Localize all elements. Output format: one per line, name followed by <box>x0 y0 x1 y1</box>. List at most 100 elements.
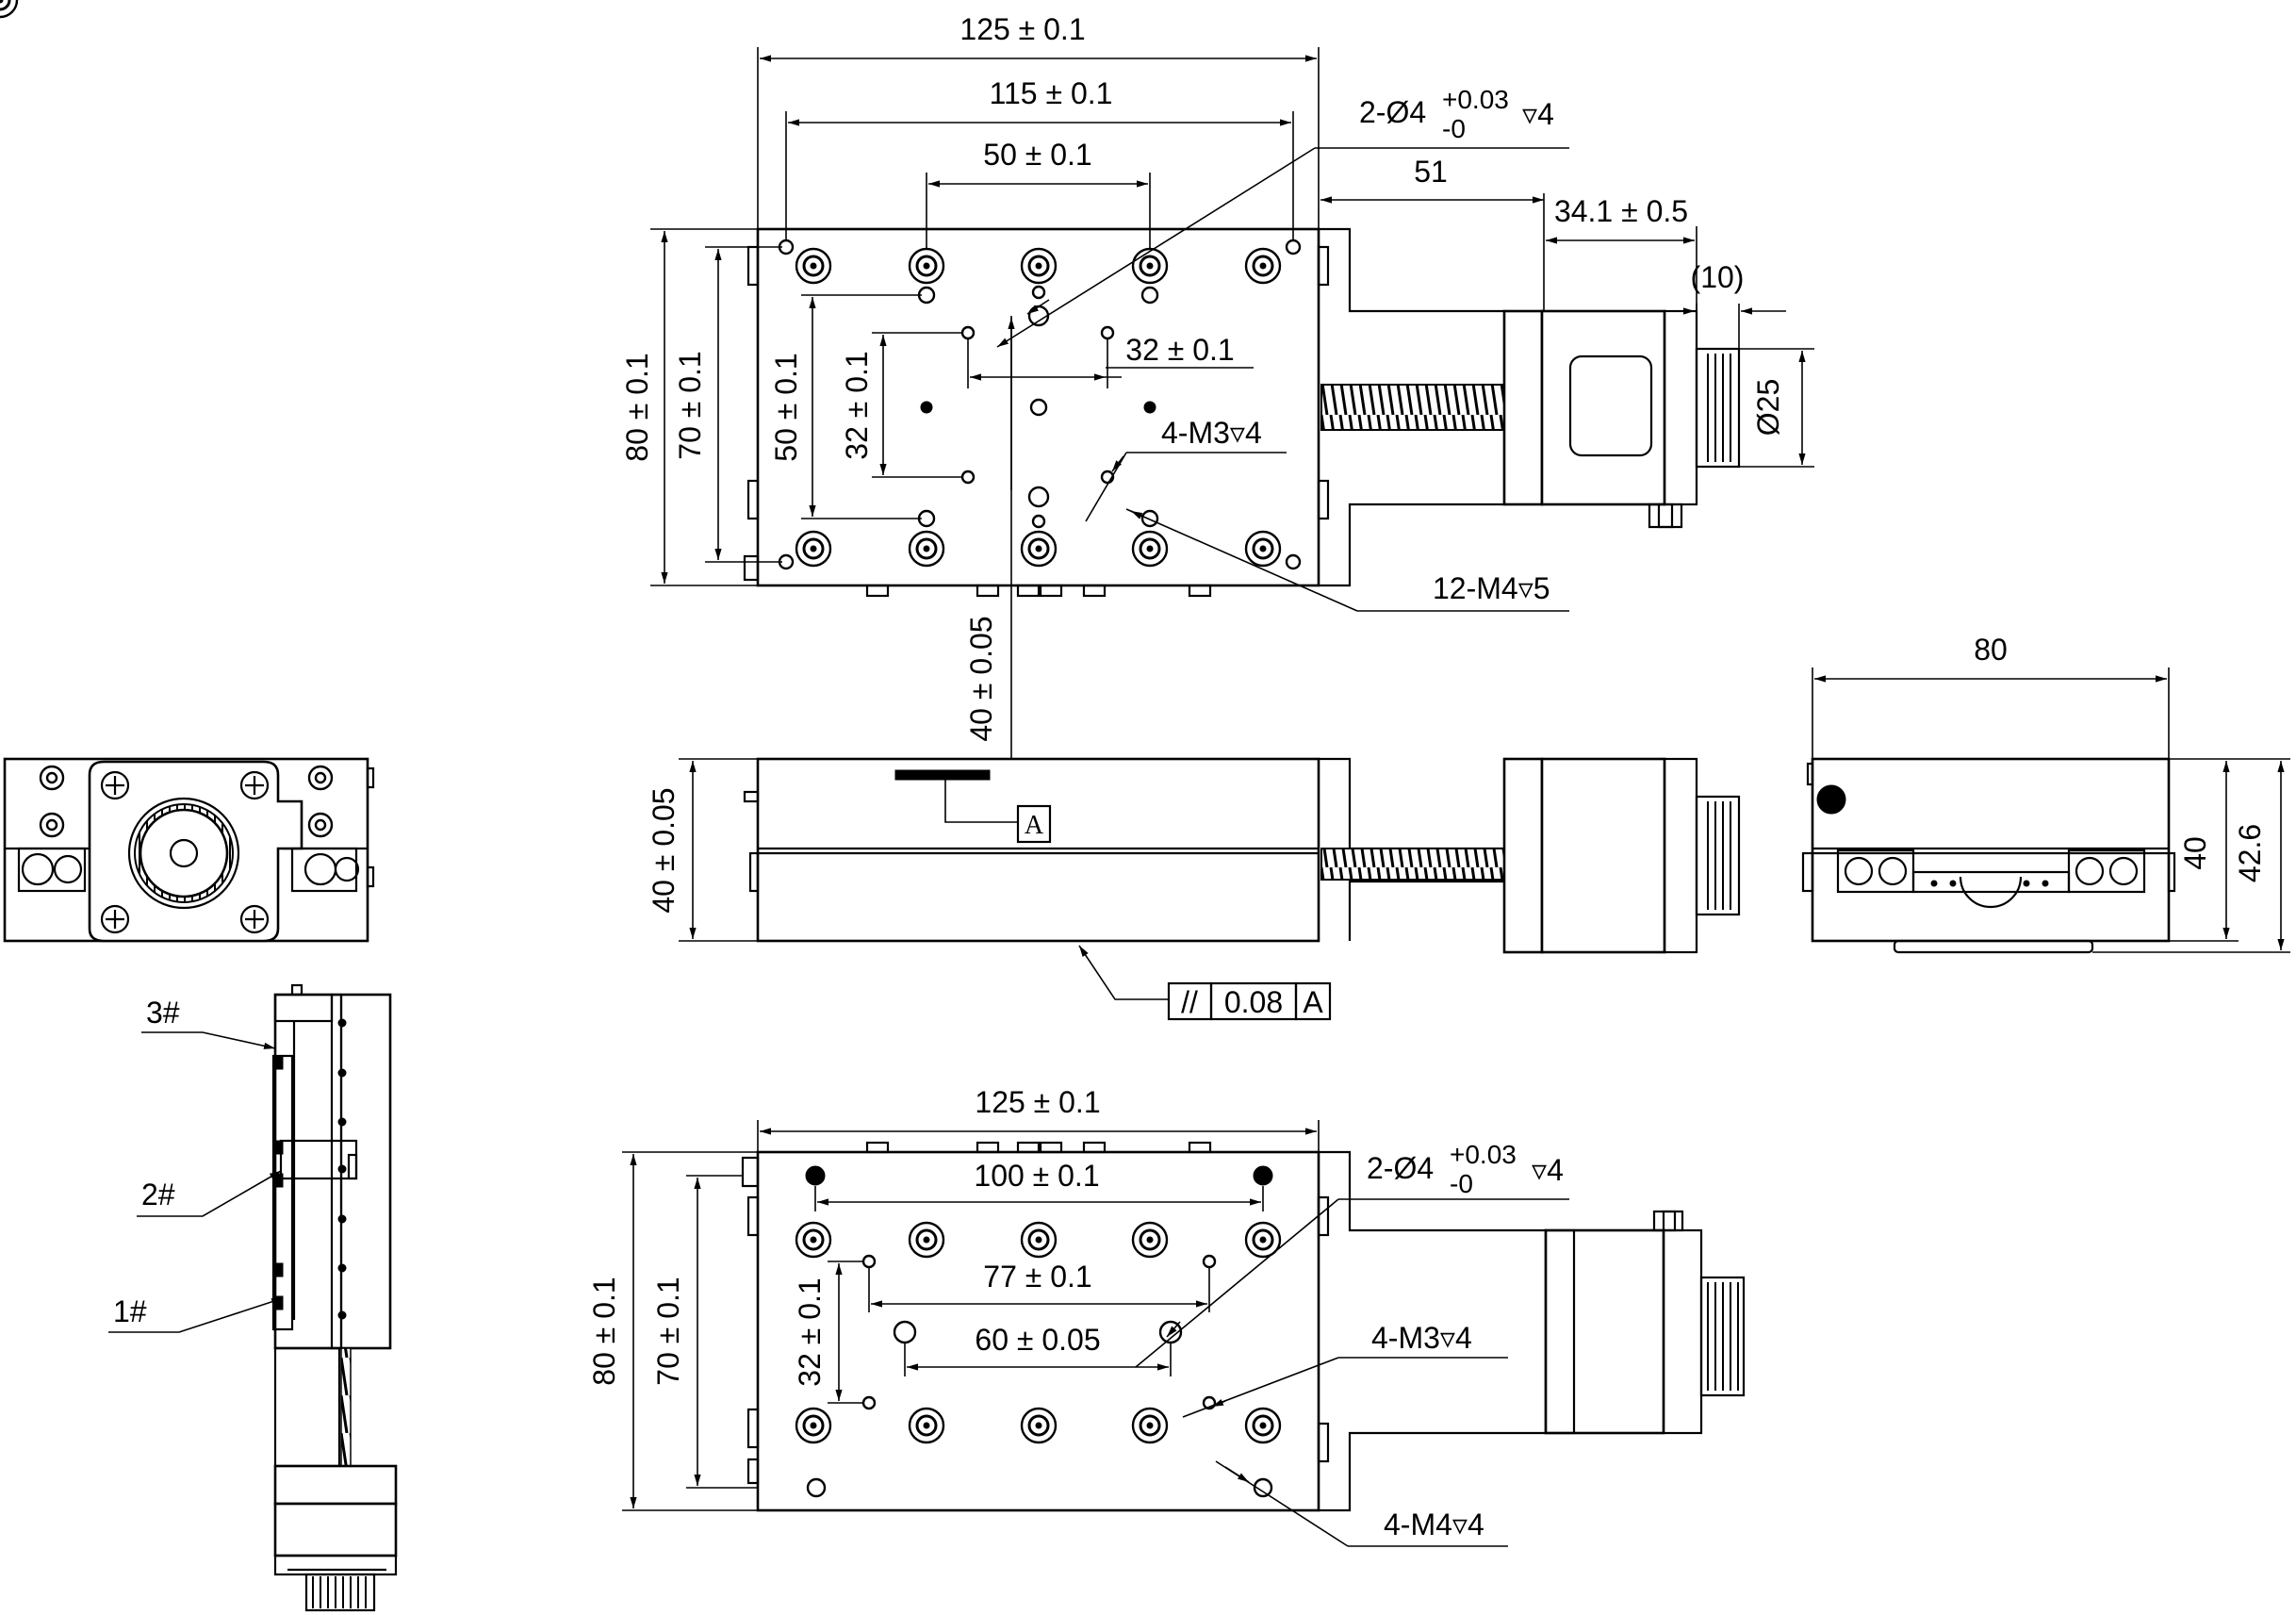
callout-depth: ▿4 <box>1522 97 1554 131</box>
front-dim-40: 40 ± 0.05 <box>647 758 758 942</box>
connector <box>1648 503 1683 529</box>
dim-label: 40 ± 0.05 <box>964 616 998 741</box>
motor-end <box>1663 309 1698 506</box>
bottom-dim-60: 60 ± 0.05 <box>904 1323 1172 1376</box>
top-dim-80: 80 ± 0.1 <box>620 228 758 586</box>
bottom-nubs <box>865 1141 1212 1154</box>
callout-text: 2-Ø4 <box>1359 95 1426 129</box>
knob <box>1695 347 1741 469</box>
top-dim-125: 125 ± 0.1 <box>757 12 1320 229</box>
dim-label: 32 ± 0.1 <box>1125 333 1234 367</box>
dim-label: 50 ± 0.1 <box>983 138 1091 172</box>
left-tab <box>746 479 760 520</box>
front-motor-flange <box>1502 757 1544 954</box>
datum-leader <box>944 780 1018 823</box>
motor-flange <box>1502 309 1544 506</box>
dim-label: 40 ± 0.05 <box>647 787 681 913</box>
callout-tol: +0.03 <box>1450 1140 1517 1169</box>
top-callout-m4: 12-M4▿5 <box>1125 508 1569 612</box>
datum-box <box>1016 804 1052 844</box>
lead-screw <box>1320 384 1505 431</box>
left-tall-view: 3# 2# 1# <box>108 983 398 1612</box>
bottom-dim-77: 77 ± 0.1 <box>868 1260 1210 1312</box>
callout-text: 2-Ø4 <box>1367 1151 1434 1185</box>
datum-label: A <box>1025 811 1044 840</box>
left-tab <box>746 245 760 287</box>
tall-label-2: 2# <box>137 1170 282 1217</box>
motor-window <box>1568 354 1653 457</box>
side-screw <box>1816 784 1846 815</box>
top-dim-115: 115 ± 0.1 <box>785 76 1294 240</box>
front-motor-body <box>1540 757 1666 954</box>
dim-label: 70 ± 0.1 <box>651 1277 685 1385</box>
top-dim-70: 70 ± 0.1 <box>673 246 782 563</box>
dim-label: 77 ± 0.1 <box>983 1260 1091 1294</box>
tolerance-value: 0.08 <box>1224 985 1283 1019</box>
bottom-callout-m4: 4-M4▿4 <box>1215 1460 1508 1547</box>
callout-tol: -0 <box>1442 114 1466 143</box>
dim-label: 32 ± 0.1 <box>840 351 874 459</box>
dim-label: 125 ± 0.1 <box>975 1085 1100 1119</box>
callout-text: 4-M3▿4 <box>1371 1321 1472 1355</box>
dim-label: 32 ± 0.1 <box>793 1277 827 1386</box>
left-end-view <box>3 757 375 943</box>
bottom-small-holes <box>805 1165 1273 1498</box>
dim-label: (10) <box>1691 260 1745 294</box>
right-tab <box>1317 245 1330 287</box>
bottom-dim-70: 70 ± 0.1 <box>651 1175 758 1489</box>
bottom-dim-80: 80 ± 0.1 <box>587 1151 758 1511</box>
bottom-motor <box>1544 1228 1665 1435</box>
dim-label: 51 <box>1414 155 1448 189</box>
motor-gear <box>127 797 240 910</box>
front-screw <box>1320 848 1505 881</box>
front-pin <box>743 790 760 803</box>
bottom-dim-32v: 32 ± 0.1 <box>793 1261 863 1404</box>
datum-bar <box>894 769 991 781</box>
left-tab <box>743 554 760 582</box>
label-1: 1# <box>113 1294 147 1328</box>
bottom-nubs <box>865 584 1212 598</box>
tall-motor-flange <box>273 1464 398 1506</box>
dim-label: 125 ± 0.1 <box>959 12 1085 46</box>
bottom-dim-100: 100 ± 0.1 <box>814 1159 1264 1211</box>
dim-label: Ø25 <box>1751 379 1785 436</box>
callout-tol: -0 <box>1450 1169 1473 1198</box>
side-dim-40: 40 <box>2169 758 2239 942</box>
front-stage-body <box>756 757 1320 943</box>
front-motor-end <box>1663 757 1698 954</box>
label-3: 3# <box>146 996 180 1030</box>
motor-body <box>1540 309 1666 506</box>
top-dim-10: (10) <box>1659 260 1786 349</box>
callout-tol: +0.03 <box>1442 85 1509 114</box>
top-dim-34: 34.1 ± 0.5 <box>1543 193 1697 311</box>
bottom-body <box>756 1150 1320 1512</box>
top-dim-40: 40 ± 0.05 <box>964 316 1015 759</box>
dim-label: 42.6 <box>2233 824 2267 882</box>
bottom-callout-m3: 4-M3▿4 <box>1182 1321 1508 1418</box>
top-callout-pin: 2-Ø4 +0.03 -0 ▿4 <box>996 85 1569 348</box>
knob-knurl <box>1701 354 1734 462</box>
callout-text: 4-M4▿4 <box>1384 1508 1484 1541</box>
dim-label: 60 ± 0.05 <box>975 1323 1100 1357</box>
dim-label: 115 ± 0.1 <box>990 76 1113 110</box>
tall-label-1: 1# <box>108 1294 284 1333</box>
dim-label: 34.1 ± 0.5 <box>1554 194 1688 228</box>
top-dim-50: 50 ± 0.1 <box>926 138 1151 249</box>
bottom-view: 125 ± 0.1 100 ± 0.1 77 ± 0.1 60 ± 0.05 8… <box>587 1085 1746 1547</box>
top-dim-32h: 32 ± 0.1 <box>967 333 1254 388</box>
dim-label: 40 <box>2178 836 2212 870</box>
callout-text: 4-M3▿4 <box>1161 416 1262 450</box>
right-tab <box>1317 479 1330 520</box>
top-dim-51: 51 <box>1320 155 1544 204</box>
dim-label: 50 ± 0.1 <box>769 353 803 461</box>
counterbore-holes <box>0 0 19 19</box>
bottom-dim-125: 125 ± 0.1 <box>757 1085 1320 1152</box>
dim-label: 70 ± 0.1 <box>673 351 707 459</box>
tall-motor <box>273 1502 398 1557</box>
dim-label: 100 ± 0.1 <box>974 1159 1099 1193</box>
callout-depth: ▿4 <box>1532 1153 1564 1187</box>
top-view: 125 ± 0.1 115 ± 0.1 50 ± 0.1 51 34.1 ± 0… <box>0 0 1814 759</box>
top-dim-32v: 32 ± 0.1 <box>840 332 963 478</box>
connector-pin <box>1657 503 1674 529</box>
